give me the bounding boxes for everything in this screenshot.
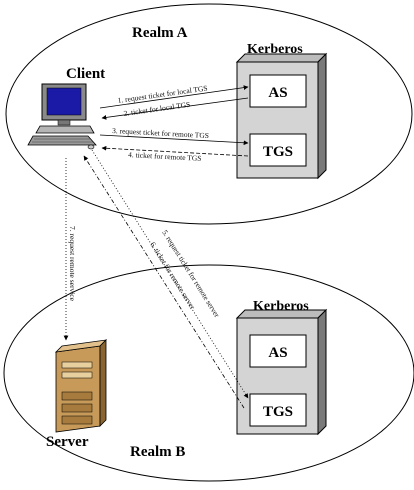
as-box-b: AS bbox=[249, 334, 307, 368]
tgs-b-label: TGS bbox=[263, 404, 293, 420]
label-step-7: 7. request remote service bbox=[68, 226, 77, 302]
as-a-label: AS bbox=[268, 85, 287, 101]
as-box-a: AS bbox=[249, 74, 307, 108]
realm-a-title: Realm A bbox=[132, 25, 188, 41]
kerberos-a-title: Kerberos bbox=[247, 42, 303, 57]
realm-a-boundary bbox=[5, 3, 413, 225]
arrow-step-2 bbox=[101, 97, 249, 120]
label-step-1: 1. request ticket for local TGS bbox=[117, 83, 208, 105]
server-title: Server bbox=[46, 434, 89, 450]
client-computer-icon bbox=[27, 83, 97, 150]
realm-b-title: Realm B bbox=[130, 444, 185, 460]
server-icon bbox=[54, 339, 108, 433]
label-step-4: 4. ticket for remote TGS bbox=[128, 150, 202, 163]
as-b-label: AS bbox=[268, 345, 287, 361]
client-title: Client bbox=[66, 66, 105, 82]
realm-b-boundary bbox=[3, 264, 414, 482]
tgs-box-b: TGS bbox=[249, 393, 307, 427]
arrow-step-3 bbox=[99, 134, 249, 146]
arrow-step-1 bbox=[99, 85, 249, 109]
tgs-a-label: TGS bbox=[263, 144, 293, 160]
tgs-box-a: TGS bbox=[249, 133, 307, 167]
arrow-step-5 bbox=[91, 149, 249, 399]
arrow-step-4 bbox=[101, 145, 249, 157]
arrow-step-6 bbox=[83, 155, 245, 409]
